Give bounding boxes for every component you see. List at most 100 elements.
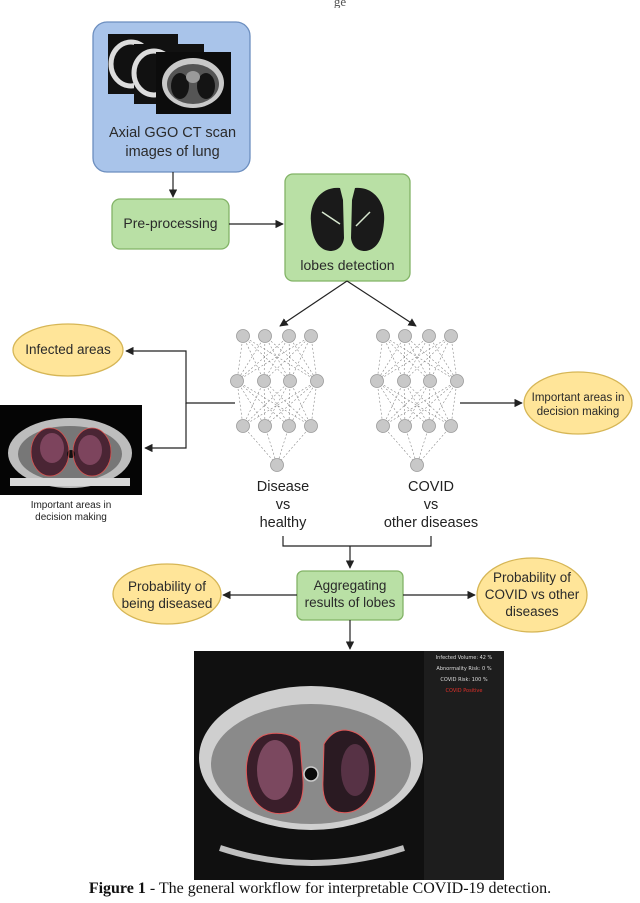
net-neuron [258, 329, 272, 343]
net-edge [404, 380, 431, 427]
net-edge [263, 335, 290, 382]
lung-lobes-icon [310, 187, 385, 251]
net-edge [403, 335, 406, 382]
net-edge [429, 335, 452, 382]
net-edge [263, 335, 266, 382]
input-node [92, 21, 251, 173]
net-neuron [450, 374, 464, 388]
net-edge [376, 380, 406, 427]
net-edge [236, 335, 266, 382]
infected-areas-label: Infected areas [25, 342, 111, 357]
disease-vs-healthy-label: Disease vs healthy [233, 478, 333, 532]
net-edge [376, 335, 406, 382]
net-edge [242, 335, 291, 382]
net-edge [242, 335, 265, 382]
net-edge [264, 425, 278, 466]
prob-covid-node [476, 557, 588, 633]
net-edge [404, 425, 418, 466]
infected-volume-readout: Infected Volume: 42 % [435, 655, 493, 661]
abnormality-risk-readout: Abnormality Risk: 0 % [436, 666, 492, 672]
net-neuron [398, 329, 412, 343]
prob-covid-line-2: COVID vs other [484, 587, 580, 602]
aggregate-label: Aggregating results of lobes [297, 577, 403, 611]
net-edge [288, 380, 291, 427]
net-edge [403, 380, 452, 427]
figure-caption: Figure 1 - The general workflow for inte… [0, 880, 640, 898]
net-edge [276, 425, 290, 466]
net-edge [429, 380, 452, 427]
net-edge [376, 380, 430, 427]
disease-line-1: Disease [256, 479, 310, 495]
net-edge [236, 380, 244, 427]
net-edge [382, 335, 458, 382]
net-edge [236, 380, 290, 427]
input-label-line-1: Axial GGO CT scan [108, 125, 237, 141]
net-edge [242, 380, 265, 427]
net-neuron [370, 374, 384, 388]
important-left-line-2: decision making [35, 512, 107, 523]
ct-stack-icon [108, 34, 231, 114]
net-neuron [283, 374, 297, 388]
prob-diseased-line-1: Probability of [127, 579, 207, 594]
net-neuron [422, 419, 436, 433]
net-neuron [236, 419, 250, 433]
net-edge [416, 425, 430, 466]
input-label-line-2: images of lung [125, 144, 220, 160]
net-edge [236, 380, 312, 427]
important-right-line-1: Important areas in [531, 392, 625, 404]
aggregate-line-2: results of lobes [304, 595, 396, 610]
net-neuron [376, 329, 390, 343]
prob-covid-label: Probability of COVID vs other diseases [477, 569, 587, 620]
net-edge [450, 335, 458, 382]
input-node-label: Axial GGO CT scan images of lung [95, 124, 250, 162]
net-edge [289, 380, 312, 427]
net-edge [376, 335, 430, 382]
net-edge [382, 380, 458, 427]
net-neuron [257, 374, 271, 388]
net-edge [403, 335, 452, 382]
net-neuron [236, 329, 250, 343]
net-edge [382, 380, 431, 427]
net-edge [404, 335, 431, 382]
net-edge [450, 380, 458, 427]
covid-line-2: vs [423, 497, 439, 513]
net-edge [382, 425, 418, 466]
net-edge [428, 380, 458, 427]
net-edge [236, 335, 244, 382]
net-edge [382, 335, 431, 382]
net-neuron [270, 458, 284, 472]
left-ct-heatmap [0, 405, 142, 495]
net-edge [310, 335, 318, 382]
neural-network-disease [230, 329, 324, 472]
net-edge [376, 380, 452, 427]
net-edge [428, 335, 458, 382]
prob-covid-line-1: Probability of [492, 570, 572, 585]
net-edge [382, 335, 405, 382]
lobes-node [284, 173, 411, 282]
net-edge [236, 335, 312, 382]
net-neuron [310, 374, 324, 388]
covid-risk-readout: COVID Risk: 100 % [440, 677, 488, 683]
net-edge [288, 380, 318, 427]
important-areas-right-node [523, 371, 633, 435]
net-edge [403, 380, 430, 427]
covid-vs-other-label: COVID vs other diseases [366, 478, 496, 532]
net-edge [428, 380, 431, 427]
neural-network-covid [370, 329, 464, 472]
net-neuron [397, 374, 411, 388]
prob-diseased-node [112, 563, 222, 625]
net-edge [264, 335, 318, 382]
net-edge [404, 335, 458, 382]
prob-covid-line-3: diseases [505, 604, 559, 619]
connectors [125, 172, 523, 650]
important-right-line-2: decision making [536, 406, 620, 418]
net-edge [403, 335, 430, 382]
net-edge [310, 380, 318, 427]
net-neuron [230, 374, 244, 388]
net-edge [428, 335, 431, 382]
net-edge [242, 380, 318, 427]
net-edge [404, 380, 458, 427]
net-neuron [423, 374, 437, 388]
net-edge [403, 380, 406, 427]
net-edge [263, 380, 266, 427]
